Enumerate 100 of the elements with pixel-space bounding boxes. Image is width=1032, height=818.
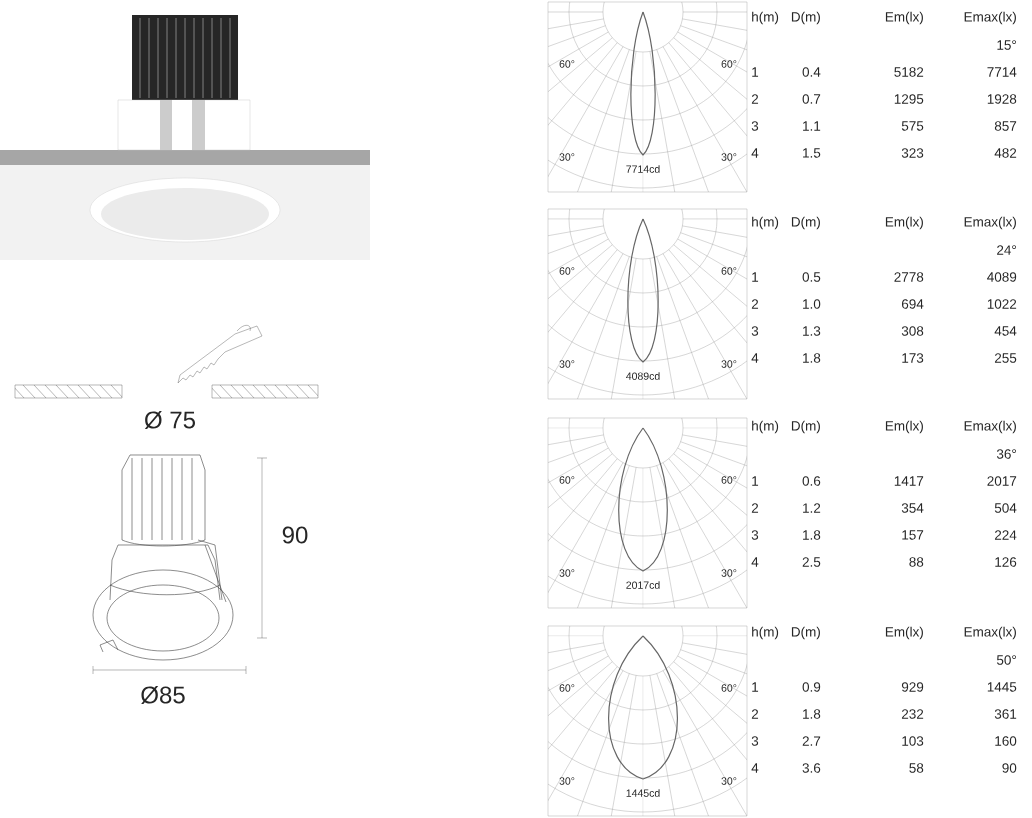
dimension-label: Ø 75 (144, 411, 195, 429)
table-cell: 3.6 (802, 763, 821, 773)
table-header: h(m) (752, 626, 779, 640)
angle-label: 60° (721, 684, 737, 692)
table-cell: 1022 (987, 299, 1017, 309)
table-cell: 454 (994, 326, 1017, 336)
beam-angle-label: 15° (997, 40, 1016, 50)
angle-label: 30° (721, 777, 737, 785)
table-header: Emax(lx) (964, 216, 1016, 230)
angle-label: 30° (559, 777, 575, 785)
intensity-label: 4089cd (626, 372, 660, 380)
table-cell: 5182 (894, 67, 924, 77)
table-cell: 2.5 (802, 557, 821, 567)
table-cell: 0.5 (802, 272, 821, 282)
angle-label: 60° (721, 60, 737, 68)
beam-angle-label: 50° (996, 655, 1016, 665)
table-cell: 1417 (894, 476, 924, 486)
table-cell: 0.4 (802, 67, 821, 77)
table-cell: 1.3 (803, 326, 821, 336)
table-cell: 694 (901, 299, 924, 309)
table-cell: 2.7 (802, 736, 821, 746)
table-cell: 0.7 (802, 94, 821, 104)
table-header: Em(lx) (885, 11, 923, 25)
table-cell: 58 (909, 763, 924, 773)
table-cell: 482 (994, 148, 1017, 158)
table-cell: 0.6 (802, 476, 821, 486)
table-cell: 90 (1002, 763, 1017, 773)
table-cell: 323 (901, 148, 924, 158)
table-header: Emax(lx) (964, 420, 1016, 434)
table-cell: 857 (994, 121, 1017, 131)
table-cell: 2 (751, 299, 759, 309)
table-cell: 7714 (987, 67, 1017, 77)
table-cell: 1445 (987, 682, 1017, 692)
table-cell: 3 (751, 736, 759, 746)
table-cell: 308 (901, 326, 924, 336)
table-cell: 3 (751, 121, 759, 131)
table-header: Em(lx) (885, 626, 923, 640)
intensity-label: 2017cd (626, 581, 660, 589)
table-cell: 2 (751, 94, 759, 104)
table-cell: 88 (909, 557, 924, 567)
table-cell: 2778 (894, 272, 924, 282)
table-cell: 0.9 (802, 682, 821, 692)
table-cell: 575 (901, 121, 924, 131)
table-cell: 4 (751, 557, 759, 567)
angle-label: 60° (559, 60, 575, 68)
angle-label: 60° (721, 476, 737, 484)
table-header: Emax(lx) (964, 11, 1016, 25)
table-cell: 4 (751, 148, 759, 158)
angle-label: 30° (721, 569, 737, 577)
table-header: D(m) (791, 216, 820, 230)
table-cell: 4 (751, 353, 759, 363)
angle-label: 60° (721, 267, 737, 275)
table-cell: 126 (995, 557, 1017, 567)
table-cell: 157 (902, 530, 924, 540)
table-cell: 929 (901, 682, 924, 692)
table-header: h(m) (752, 420, 779, 434)
table-header: D(m) (791, 11, 820, 25)
table-cell: 232 (901, 709, 924, 719)
table-cell: 1928 (987, 94, 1017, 104)
table-cell: 1.8 (803, 530, 821, 540)
table-cell: 1 (752, 476, 759, 486)
table-header: h(m) (752, 11, 779, 25)
angle-label: 60° (559, 476, 575, 484)
beam-angle-label: 36° (996, 449, 1016, 459)
table-cell: 1.2 (803, 503, 821, 513)
angle-label: 60° (559, 267, 575, 275)
table-cell: 2 (751, 709, 759, 719)
table-cell: 361 (994, 709, 1017, 719)
table-cell: 1 (752, 67, 759, 77)
table-cell: 1 (752, 682, 759, 692)
table-cell: 255 (994, 353, 1017, 363)
angle-label: 60° (559, 684, 575, 692)
table-header: Em(lx) (885, 216, 923, 230)
table-header: Emax(lx) (964, 626, 1016, 640)
dimension-label: 90 (282, 526, 308, 544)
table-cell: 3 (751, 326, 759, 336)
table-cell: 1 (752, 272, 759, 282)
dimension-label: Ø85 (141, 686, 185, 704)
table-cell: 2 (751, 503, 759, 513)
table-cell: 1.5 (803, 148, 821, 158)
intensity-label: 7714cd (626, 165, 660, 173)
table-header: D(m) (791, 420, 820, 434)
angle-label: 30° (721, 153, 737, 161)
table-cell: 103 (902, 736, 924, 746)
table-cell: 1.8 (803, 709, 821, 719)
table-cell: 1295 (894, 94, 924, 104)
intensity-label: 1445cd (626, 789, 660, 797)
table-cell: 504 (994, 503, 1017, 513)
table-header: Em(lx) (885, 420, 923, 434)
angle-label: 30° (559, 153, 575, 161)
table-cell: 1.8 (803, 353, 821, 363)
table-header: h(m) (752, 216, 779, 230)
table-cell: 4 (751, 763, 759, 773)
table-cell: 1.0 (803, 299, 821, 309)
table-cell: 354 (901, 503, 924, 513)
angle-label: 30° (559, 569, 575, 577)
beam-angle-label: 24° (997, 245, 1016, 255)
angle-label: 30° (721, 360, 737, 368)
table-cell: 160 (995, 736, 1017, 746)
table-cell: 224 (994, 530, 1017, 540)
